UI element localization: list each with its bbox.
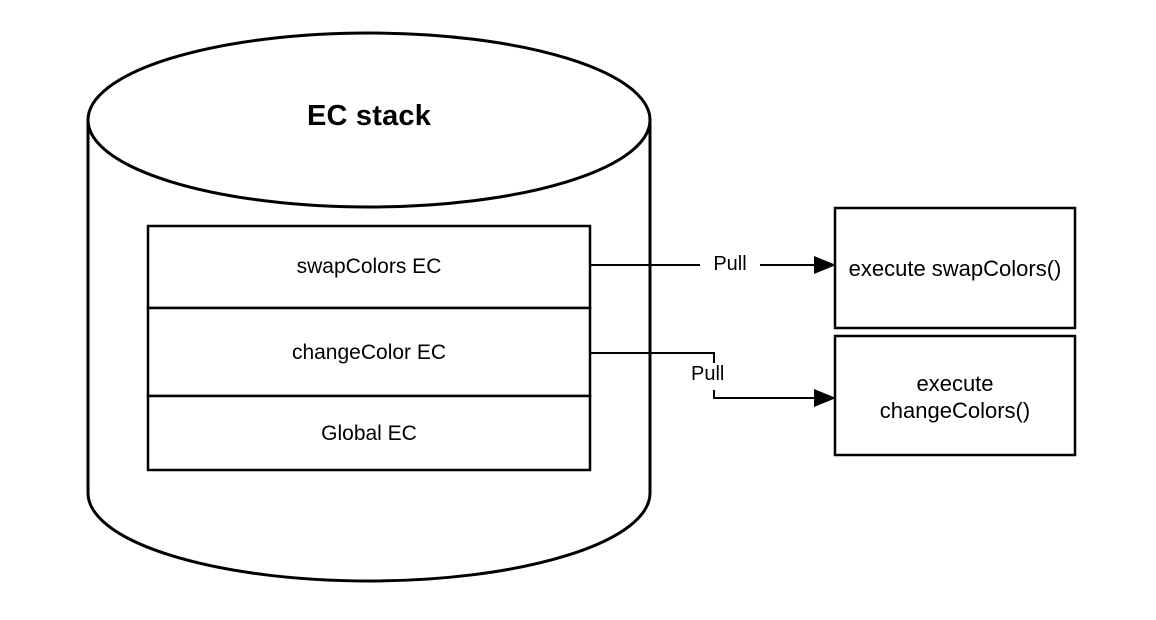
execution-boxes-group [833, 206, 1077, 457]
stack-frame-box-2[interactable] [146, 394, 592, 472]
execution-box-1[interactable] [833, 334, 1077, 457]
stack-frames-group [146, 224, 592, 472]
execution-box-0[interactable] [833, 206, 1077, 330]
stack-frame-box-0[interactable] [146, 224, 592, 310]
stack-frame-box-1[interactable] [146, 306, 592, 398]
arrowhead-icon [814, 256, 836, 274]
arrowhead-icon [814, 389, 836, 407]
cylinder-top-ellipse [86, 31, 652, 209]
connector-segment-bottom [713, 390, 826, 399]
connector-pull-swap-colors [590, 256, 836, 274]
